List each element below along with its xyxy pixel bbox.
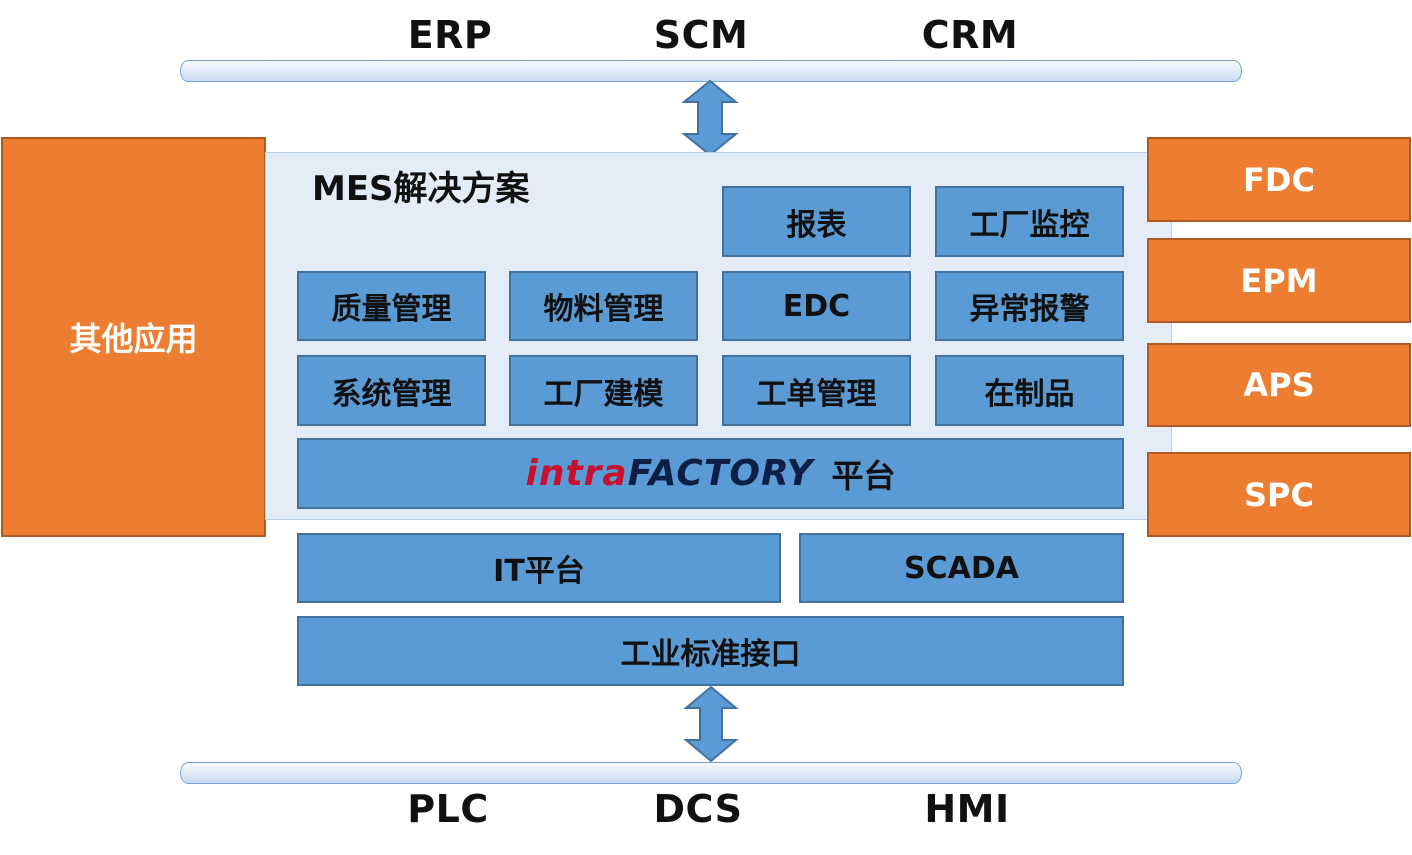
scada-block: SCADA xyxy=(799,533,1124,603)
top-bidirectional-arrow xyxy=(681,79,739,157)
module-system-management: 系统管理 xyxy=(297,355,486,426)
intrafactory-logo: intraFACTORY xyxy=(525,452,814,494)
logo-intra: intra xyxy=(525,452,628,494)
module-edc: EDC xyxy=(722,271,911,341)
top-label-erp: ERP xyxy=(407,13,493,57)
bottom-label-plc: PLC xyxy=(407,787,489,831)
top-bus-pipe xyxy=(180,60,1242,82)
mes-panel-title: MES解决方案 xyxy=(312,169,530,209)
platform-suffix: 平台 xyxy=(831,456,896,495)
bottom-bus-pipe xyxy=(180,762,1242,784)
spc-block: SPC xyxy=(1147,452,1411,537)
intrafactory-platform-bar: intraFACTORY 平台 xyxy=(297,438,1124,509)
top-label-crm: CRM xyxy=(921,13,1019,57)
logo-factory: FACTORY xyxy=(627,452,814,494)
module-plant-monitoring: 工厂监控 xyxy=(935,186,1124,257)
bottom-label-hmi: HMI xyxy=(924,787,1010,831)
module-material-management: 物料管理 xyxy=(509,271,698,341)
platform-label: intraFACTORY 平台 xyxy=(525,451,895,497)
module-reports: 报表 xyxy=(722,186,911,257)
module-wip: 在制品 xyxy=(935,355,1124,426)
module-quality-management: 质量管理 xyxy=(297,271,486,341)
it-platform-block: IT平台 xyxy=(297,533,781,603)
module-plant-modeling: 工厂建模 xyxy=(509,355,698,426)
aps-block: APS xyxy=(1147,343,1411,427)
industrial-standard-interface-block: 工业标准接口 xyxy=(297,616,1124,686)
other-applications-block: 其他应用 xyxy=(1,137,266,537)
top-label-scm: SCM xyxy=(653,13,749,57)
module-work-order-management: 工单管理 xyxy=(722,355,911,426)
fdc-block: FDC xyxy=(1147,137,1411,222)
bottom-label-dcs: DCS xyxy=(653,787,743,831)
module-exception-alarm: 异常报警 xyxy=(935,271,1124,341)
bottom-bidirectional-arrow xyxy=(683,685,739,763)
epm-block: EPM xyxy=(1147,238,1411,323)
